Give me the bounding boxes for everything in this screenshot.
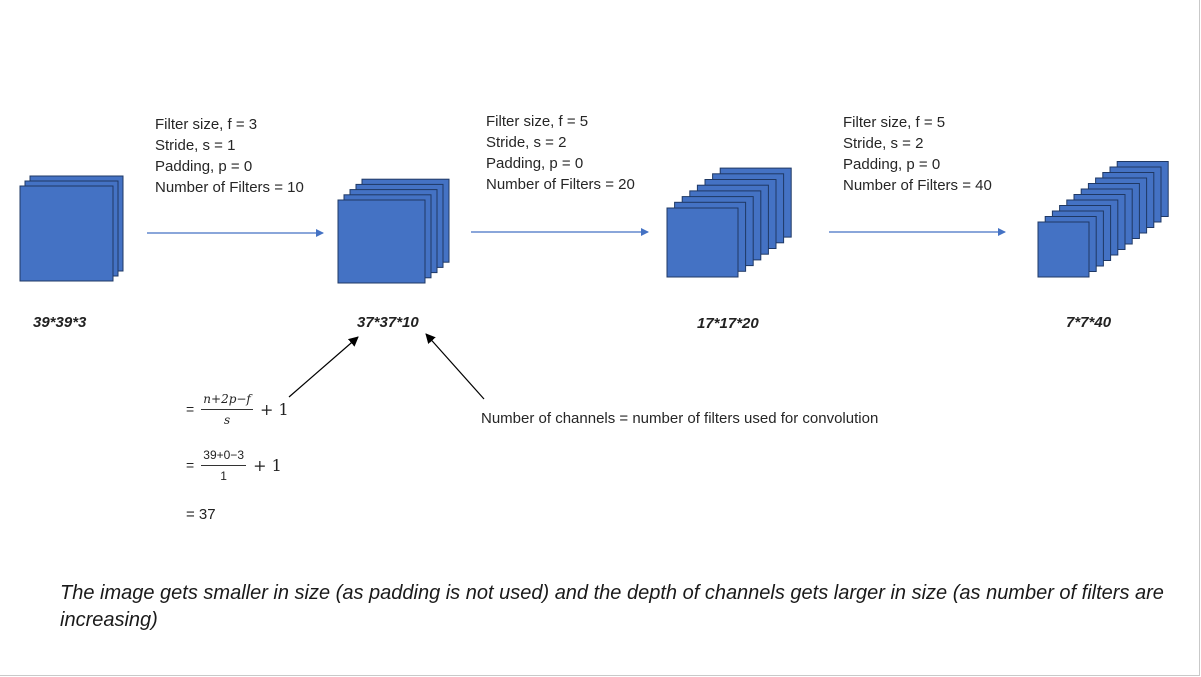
conv2-volume-stack <box>666 167 792 278</box>
conv1-dimension-label: 37*37*10 <box>357 314 419 331</box>
formula-pointer-arrow <box>288 336 359 398</box>
formula-general-denominator: s <box>224 413 231 427</box>
formula-numeric-numerator: 39+0−3 <box>201 448 246 466</box>
formula-plus-one-numeric: + 1 <box>253 456 282 475</box>
feature-map-layer <box>1037 221 1090 278</box>
step2-padding: Padding, p = 0 <box>486 155 584 172</box>
step1-filter-size: Filter size, f = 3 <box>155 116 258 133</box>
step3-params: Filter size, f = 5 Stride, s = 2 Padding… <box>843 112 992 196</box>
step1-padding: Padding, p = 0 <box>155 158 253 175</box>
conv1-volume-stack <box>337 178 450 284</box>
step1-stride: Stride, s = 1 <box>155 137 236 154</box>
formula-numeric-denominator: 1 <box>220 469 227 483</box>
input-volume-stack <box>19 175 124 282</box>
channel-count-note: Number of channels = number of filters u… <box>481 410 879 427</box>
step1-num-filters: Number of Filters = 10 <box>155 179 304 196</box>
feature-map-layer <box>666 207 739 278</box>
output-size-formula-numeric: = 39+0−3 1 + 1 <box>186 448 282 483</box>
channel-note-pointer-arrow <box>425 333 485 400</box>
step2-num-filters: Number of Filters = 20 <box>486 176 635 193</box>
step3-num-filters: Number of Filters = 40 <box>843 177 992 194</box>
formula-general-fraction: n+2p−f s <box>201 392 253 427</box>
conv2-dimension-label: 17*17*20 <box>697 315 759 332</box>
step3-stride: Stride, s = 2 <box>843 135 924 152</box>
formula-equals-numeric: = <box>186 457 195 473</box>
step3-padding: Padding, p = 0 <box>843 156 941 173</box>
feature-map-layer <box>337 199 426 284</box>
formula-equals: = <box>186 401 195 417</box>
step2-filter-size: Filter size, f = 5 <box>486 113 589 130</box>
feature-map-layer <box>19 185 114 282</box>
input-dimension-label: 39*39*3 <box>33 314 87 331</box>
step1-params: Filter size, f = 3 Stride, s = 1 Padding… <box>155 114 304 198</box>
output-size-formula-general: = n+2p−f s + 1 <box>186 392 289 427</box>
step3-filter-size: Filter size, f = 5 <box>843 114 946 131</box>
step2-params: Filter size, f = 5 Stride, s = 2 Padding… <box>486 111 635 195</box>
formula-plus-one: + 1 <box>259 400 289 419</box>
step2-stride: Stride, s = 2 <box>486 134 567 151</box>
conv3-dimension-label: 7*7*40 <box>1066 314 1112 331</box>
formula-general-numerator: n+2p−f <box>201 392 253 410</box>
formula-numeric-fraction: 39+0−3 1 <box>201 448 246 483</box>
summary-caption: The image gets smaller in size (as paddi… <box>60 582 1164 631</box>
conv3-volume-stack <box>1037 161 1169 278</box>
formula-result: = 37 <box>186 506 216 523</box>
